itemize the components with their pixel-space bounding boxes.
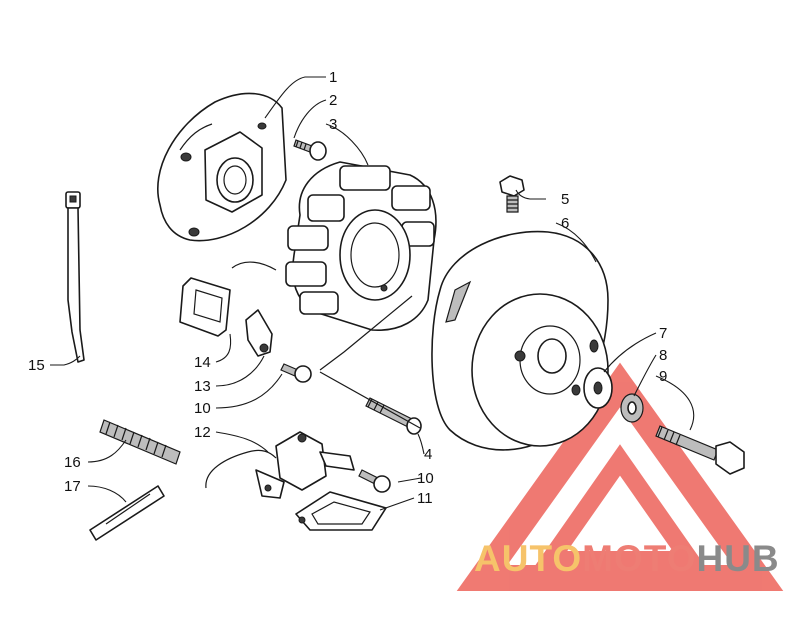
- screw-part-10a: [280, 363, 312, 383]
- bracket-part-13: [245, 309, 273, 357]
- spring-part: [99, 419, 181, 465]
- callout-15: 15: [28, 357, 45, 374]
- watermark-auto: AUTO: [474, 538, 583, 579]
- screw-part: [293, 139, 327, 161]
- callout-3: 3: [329, 116, 337, 133]
- base-plate-part: [157, 92, 287, 242]
- cable-tie-part: [65, 191, 85, 363]
- flange-bolt-part-9: [655, 425, 745, 475]
- callout-10-upper: 10: [194, 400, 211, 417]
- callout-10-lower: 10: [417, 470, 434, 487]
- callout-2: 2: [329, 92, 337, 109]
- callout-1: 1: [329, 69, 337, 86]
- callout-14: 14: [194, 354, 211, 371]
- plate-part-11: [295, 491, 387, 531]
- callout-12: 12: [194, 424, 211, 441]
- watermark-wordmark: AUTOMOTOHUB: [474, 537, 800, 581]
- callout-4: 4: [424, 446, 432, 463]
- stator-part: [231, 161, 437, 331]
- bolt-part-4: [319, 295, 422, 435]
- sensor-part: [205, 431, 355, 499]
- leader-lines: [50, 76, 695, 511]
- callout-17: 17: [64, 478, 81, 495]
- watermark-triangle-logo: [456, 362, 784, 591]
- callout-9: 9: [659, 368, 667, 385]
- callout-7: 7: [659, 325, 667, 342]
- screw-part-10b: [358, 469, 391, 493]
- watermark-hub: HUB: [696, 538, 780, 579]
- callout-16: 16: [64, 454, 81, 471]
- callout-11: 11: [417, 490, 433, 507]
- lock-washer-part: [620, 393, 644, 423]
- flywheel-part: [431, 230, 609, 451]
- callout-13: 13: [194, 378, 211, 395]
- watermark-moto: MOTO: [582, 538, 697, 579]
- pad-part: [179, 277, 231, 337]
- callout-5: 5: [561, 191, 569, 208]
- callout-labels: 1 2 3 4 5 6 7 8 9 10 10 11 12 13 14 15 1…: [28, 69, 667, 507]
- slotted-strip-part: [89, 485, 165, 541]
- callout-8: 8: [659, 347, 667, 364]
- callout-6: 6: [561, 215, 569, 232]
- bolt-part-5: [499, 175, 525, 213]
- washer-part: [583, 367, 613, 409]
